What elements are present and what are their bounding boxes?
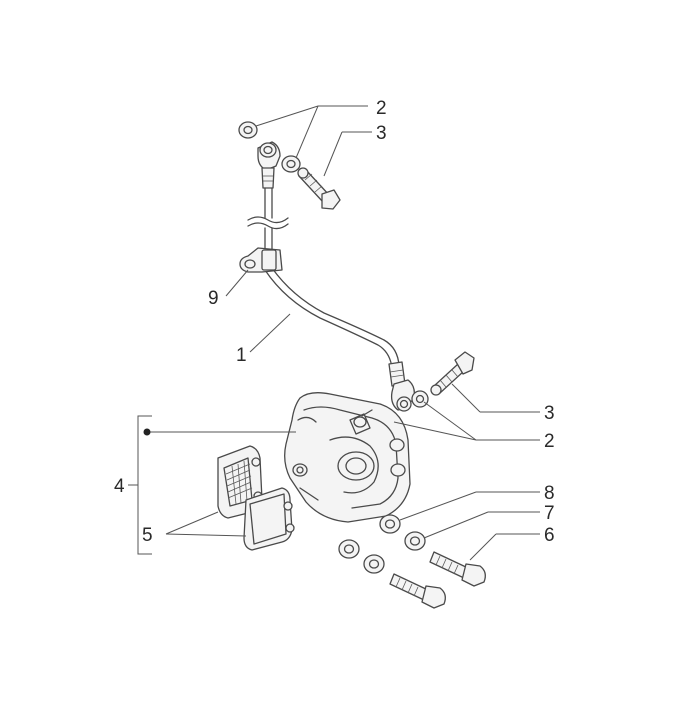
callout-8: 8 <box>544 483 555 504</box>
lower-banjo-bolt <box>430 351 475 396</box>
top-washer-2 <box>281 155 301 173</box>
washer-8-upper <box>379 514 401 534</box>
leader-lines <box>128 105 540 561</box>
callout-3-top: 3 <box>376 123 387 144</box>
assembly-dot <box>143 428 151 436</box>
lower-banjo-fitting <box>390 379 416 412</box>
top-washer-1 <box>238 121 258 139</box>
lower-washer-2 <box>411 390 429 408</box>
washer-8-lower <box>338 539 360 559</box>
washer-7-lower <box>363 554 385 574</box>
callout-4: 4 <box>114 476 125 497</box>
washer-7-upper <box>404 531 426 551</box>
callout-3-bottom: 3 <box>544 403 555 424</box>
screw-6-lower <box>389 573 446 609</box>
callout-9: 9 <box>208 288 219 309</box>
screw-6-upper <box>429 551 486 587</box>
top-banjo-bolt <box>297 167 341 210</box>
top-banjo-fitting <box>257 141 281 189</box>
callout-6: 6 <box>544 525 555 546</box>
hose-clip <box>239 247 283 273</box>
brake-caliper <box>284 392 411 523</box>
callout-5: 5 <box>142 525 153 546</box>
callout-7: 7 <box>544 503 555 524</box>
callout-1: 1 <box>236 345 247 366</box>
callout-2-top: 2 <box>376 98 387 119</box>
brake-hose <box>247 187 406 387</box>
callout-2-bottom: 2 <box>544 431 555 452</box>
brake-pad-rear <box>243 487 295 551</box>
